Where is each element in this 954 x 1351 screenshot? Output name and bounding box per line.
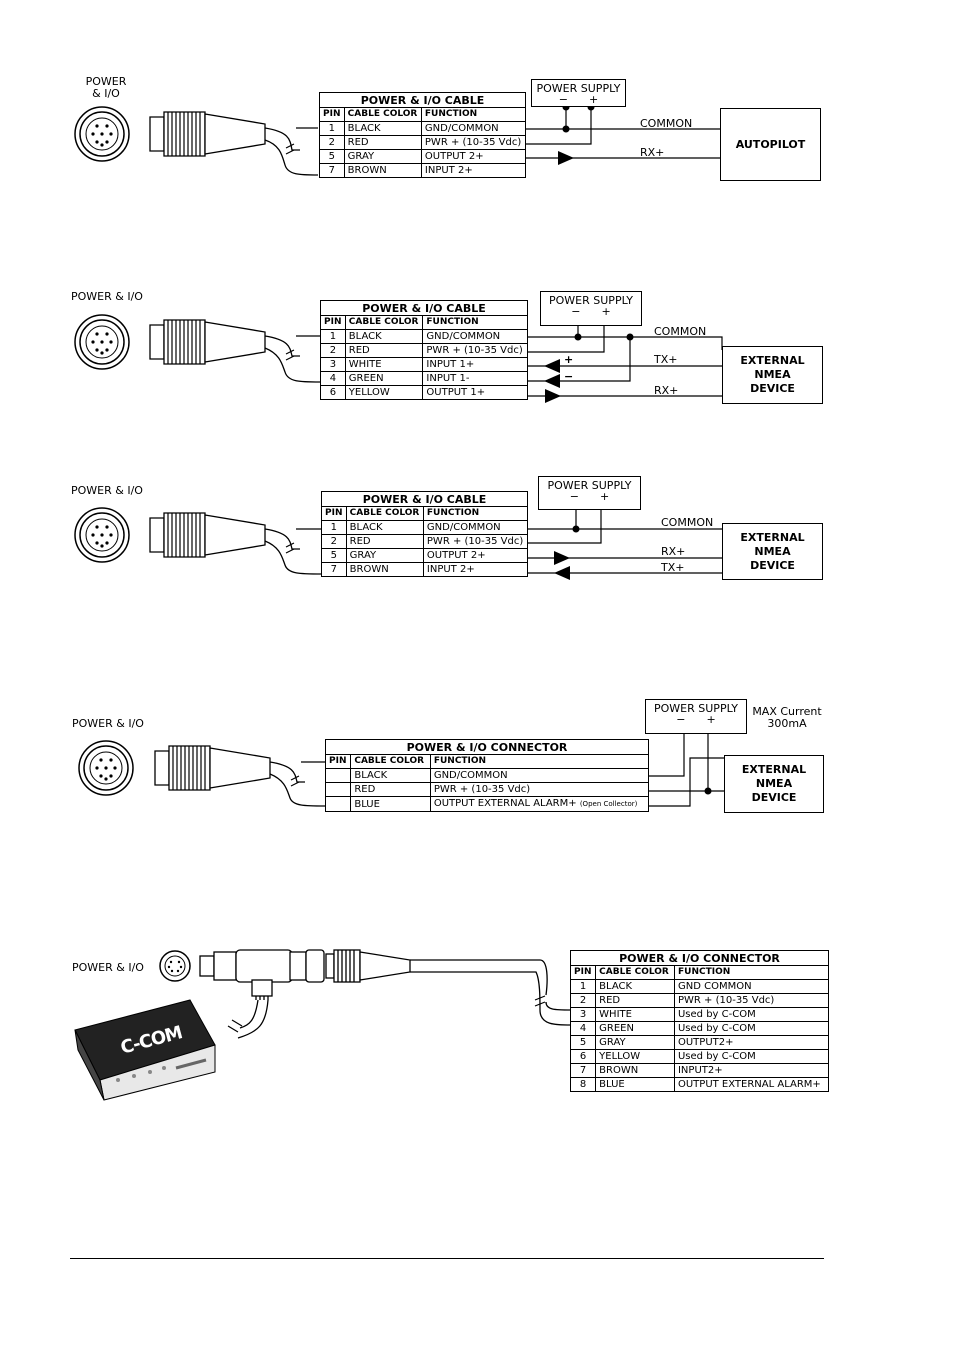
wire-label-common: COMMON [661,516,714,529]
wire-label-rx: RX+ [654,384,679,397]
cable-plug-icon [149,111,266,157]
header-pin: PIN [569,965,597,980]
header-function: FUNCTION [422,315,528,330]
connector-label: POWER & I/O [71,290,143,303]
table-title: POWER & I/O CONNECTOR [570,950,829,966]
power-supply-box: POWER SUPPLY − + [645,699,747,734]
power-supply-box: POWER SUPPLY − + [540,291,642,326]
header-function: FUNCTION [429,754,650,769]
connector-label: POWER & I/O [72,961,144,974]
wire-label-tx: TX+ [661,561,685,574]
autopilot-device: AUTOPILOT [720,108,821,181]
wiring-diagram-autopilot: POWER& I/O POWER & I/O CABLE PIN CABLE C… [0,0,954,240]
connector-label: POWER & I/O [71,484,143,497]
header-function: FUNCTION [422,506,529,521]
connector-face-icon [78,740,134,796]
header-color: CABLE COLOR [343,107,422,122]
header-pin: PIN [320,315,346,330]
header-color: CABLE COLOR [350,754,431,769]
t-adapter-icon [199,949,325,1000]
wire-label-rx: RX+ [640,146,665,159]
connector-label: POWER & I/O [72,717,144,730]
connector-face-icon [74,314,130,370]
header-color: CABLE COLOR [345,506,424,521]
wire-label-common: COMMON [640,117,693,130]
header-pin: PIN [321,506,347,521]
header-function: FUNCTION [420,107,527,122]
polarity-minus: − [564,370,574,383]
header-function: FUNCTION [673,965,830,980]
connector-face-icon [159,950,191,982]
pin-table: POWER & I/O CABLE PIN CABLE COLOR FUNCTI… [319,92,527,178]
power-supply-box: POWER SUPPLY − + [538,476,641,510]
table-title: POWER & I/O CONNECTOR [325,739,649,755]
cable-plug-icon [149,512,266,558]
c-com-label: C-COM [118,1022,185,1059]
connector-face-icon [74,106,130,162]
alarm-note: (Open Collector) [579,800,638,808]
connector-face-icon [74,507,130,563]
table-title: POWER & I/O CABLE [319,92,526,108]
header-color: CABLE COLOR [344,315,424,330]
pin-table: POWER & I/O CABLE PIN CABLE COLOR FUNCTI… [320,300,528,400]
c-com-device-icon [74,999,216,1101]
table-title: POWER & I/O CABLE [320,300,528,316]
connector-label: POWER& I/O [85,75,127,100]
header-pin: PIN [319,107,345,122]
header-pin: PIN [324,754,352,769]
cable-plug-icon [154,745,271,791]
footer-divider [70,1258,824,1259]
table-title: POWER & I/O CABLE [321,491,528,507]
header-color: CABLE COLOR [595,965,675,980]
cable-plug-icon [325,949,411,983]
wire-label-common: COMMON [654,325,707,338]
pin-table: POWER & I/O CONNECTOR PIN CABLE COLOR FU… [569,950,830,1092]
wire-label-rx: RX+ [661,545,686,558]
polarity-plus: + [564,353,574,366]
power-supply-box: POWER SUPPLY − + [531,79,626,107]
cable-plug-icon [149,319,266,365]
wire-label-tx: TX+ [654,353,678,366]
pin-table: POWER & I/O CABLE PIN CABLE COLOR FUNCTI… [321,491,529,577]
pin-table: POWER & I/O CONNECTOR PIN CABLE COLOR FU… [324,739,650,812]
